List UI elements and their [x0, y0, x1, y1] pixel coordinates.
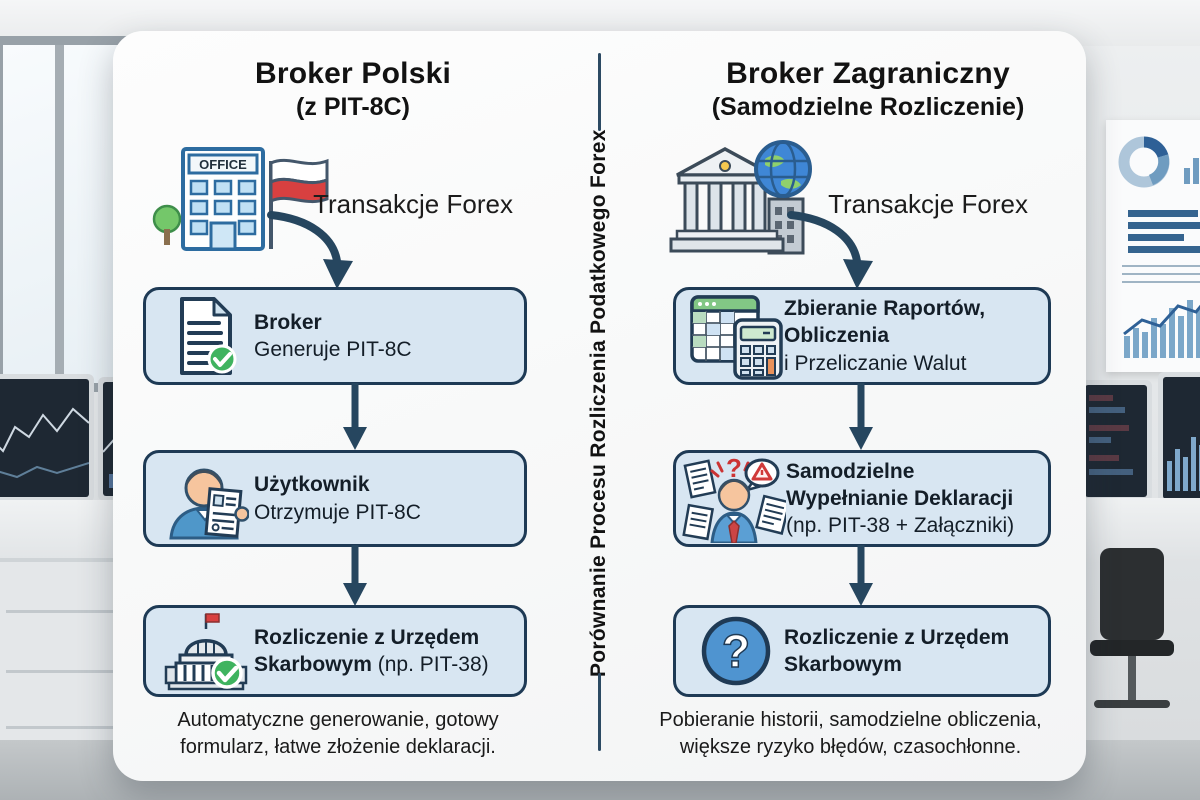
summary-line: formularz, łatwe złożenie deklaracji. — [180, 736, 496, 758]
right-step-2-box: ? Samodzielne — [673, 450, 1051, 547]
divider-line-top — [598, 53, 601, 131]
step-line: Rozliczenie z Urzędem — [254, 625, 480, 649]
tree-icon — [152, 204, 182, 234]
step-line: Rozliczenie z Urzędem — [784, 625, 1010, 649]
question-mark-glyph: ? — [722, 625, 750, 677]
wall-chart-poster — [1106, 120, 1200, 372]
left-step-3-box: Rozliczenie z Urzędem Skarbowym (np. PIT… — [143, 605, 527, 697]
bank-globe-icon — [665, 133, 825, 261]
bar-chart-graphic — [1167, 437, 1200, 491]
curved-arrow-down-icon — [265, 205, 361, 295]
step-line: Obliczenia — [784, 324, 890, 348]
step-line-rest: (np. PIT-38) — [377, 653, 489, 676]
left-step-1-text: Broker Generuje PIT-8C — [254, 309, 412, 364]
chair-back — [1100, 548, 1164, 640]
divider-label: Porównanie Procesu Rozliczenia Podatkowe… — [587, 129, 610, 677]
step-line: Generuje PIT-8C — [254, 338, 412, 361]
comparison-card: Broker Polski (z PIT-8C) OFFICE Tra — [113, 31, 1086, 781]
step-line: Samodzielne — [786, 459, 915, 483]
right-step-1-text: Zbieranie Raportów, Obliczenia i Przelic… — [784, 295, 985, 377]
office-chair — [1088, 548, 1184, 734]
divider-line-bottom — [598, 673, 601, 751]
summary-line: Pobieranie historii, samodzielne oblicze… — [659, 709, 1042, 731]
step-line: Wypełnianie Deklaracji — [786, 486, 1014, 510]
left-step-3-text: Rozliczenie z Urzędem Skarbowym (np. PIT… — [254, 624, 489, 679]
chair-seat — [1090, 640, 1174, 656]
left-step-2-text: Użytkownik Otrzymuje PIT-8C — [254, 471, 421, 526]
trading-monitor-right-1 — [1080, 380, 1152, 502]
poster-charts-graphic — [1118, 136, 1200, 358]
left-step-2-box: Użytkownik Otrzymuje PIT-8C — [143, 450, 527, 547]
office-building-flag-icon: OFFICE — [151, 135, 341, 259]
right-flow-label: Transakcje Forex — [828, 189, 1028, 219]
down-arrow-icon — [342, 545, 368, 607]
left-column-title: Broker Polski — [254, 57, 452, 90]
trading-monitor-right-2 — [1158, 372, 1200, 504]
question-mark-glyph: ? — [726, 455, 742, 483]
drawer-handle — [6, 610, 166, 613]
right-step-3-box: ? Rozliczenie z Urzędem Skarbowym — [673, 605, 1051, 697]
monitor-screen — [0, 379, 89, 497]
trading-monitor-left-1 — [0, 374, 94, 502]
chair-base — [1094, 700, 1170, 708]
step-line: Broker — [254, 310, 322, 334]
summary-line: Automatyczne generowanie, gotowy — [177, 709, 499, 731]
chair-post — [1128, 656, 1136, 702]
dashboard-graphic — [1089, 395, 1133, 475]
left-step-1-box: Broker Generuje PIT-8C — [143, 287, 527, 385]
left-column-subtitle: (z PIT-8C) — [296, 93, 410, 121]
right-step-2-text: Samodzielne Wypełnianie Deklaracji (np. … — [786, 458, 1014, 540]
monitor-screen — [1085, 385, 1147, 497]
step-line-bold: Skarbowym — [254, 653, 372, 676]
curved-arrow-down-icon — [785, 205, 881, 295]
right-step-3-text: Rozliczenie z Urzędem Skarbowym — [784, 624, 1009, 679]
step-line: Użytkownik — [254, 473, 370, 497]
monitor-screen — [1163, 377, 1200, 499]
step-line: Otrzymuje PIT-8C — [254, 500, 421, 524]
step-line: (np. PIT-38 + Załączniki) — [786, 514, 1015, 538]
drawer-handle — [6, 670, 166, 673]
right-column-subtitle: (Samodzielne Rozliczenie) — [711, 93, 1025, 121]
step-line: Zbieranie Raportów, — [784, 297, 986, 321]
down-arrow-icon — [342, 383, 368, 451]
left-flow-label: Transakcje Forex — [313, 189, 513, 219]
step-line: Skarbowym — [784, 653, 902, 676]
summary-line: większe ryzyko błędów, czasochłonne. — [679, 736, 1022, 758]
office-sign-label: OFFICE — [199, 157, 247, 172]
right-column-title: Broker Zagraniczny — [726, 57, 1010, 90]
right-step-1-box: Zbieranie Raportów, Obliczenia i Przelic… — [673, 287, 1051, 385]
down-arrow-icon — [848, 545, 874, 607]
window-frame — [55, 45, 64, 383]
down-arrow-icon — [848, 383, 874, 451]
globe-icon — [754, 140, 812, 198]
step-line: i Przeliczanie Walut — [784, 351, 967, 375]
stock-chart-graphic — [0, 407, 89, 479]
drawer-handle — [6, 726, 166, 729]
left-summary: Automatyczne generowanie, gotowy formula… — [123, 707, 553, 761]
right-summary: Pobieranie historii, samodzielne oblicze… — [618, 707, 1083, 761]
